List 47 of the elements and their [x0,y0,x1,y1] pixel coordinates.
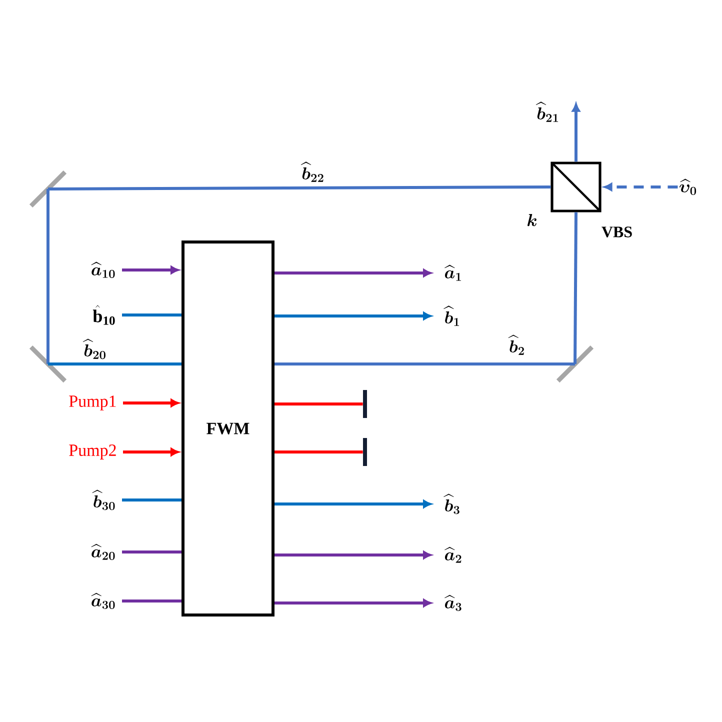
beam-line [122,314,182,316]
pump-label: Pump1 [69,396,116,410]
beam-line [122,600,182,602]
arrow [274,269,432,277]
mirror [29,345,67,383]
arrow [572,104,580,162]
output-label: $\boldsymbol{\widehat{b}_{3}}$ [444,494,460,514]
component-label: VBS [602,226,632,238]
arrow [123,448,179,456]
edge-label: $\boldsymbol{\widehat{b}_{22}}$ [300,161,326,183]
arrow [274,312,432,320]
arrow [274,500,432,508]
beam-line [574,212,578,364]
beam-dump [363,390,367,418]
beam-dump [363,438,367,466]
arrow [274,551,432,559]
beam-line [122,550,182,554]
beam-line [46,189,50,364]
output-label: $\boldsymbol{\widehat{a}_{2}}$ [444,546,462,563]
pump-label: Pump2 [69,444,116,460]
beam-line [48,186,551,190]
mirror [29,170,67,208]
edge-label: $\boldsymbol{\widehat{b}_{2}}$ [508,334,526,356]
arrow [274,599,432,607]
component-label: $\boldsymbol{k}$ [528,214,536,226]
beam-line [274,362,575,366]
arrow [604,183,678,191]
input-label: $\boldsymbol{\widehat{a}_{30}}$ [91,592,115,609]
arrow [123,399,179,407]
fwm-box: FWM [182,240,274,616]
output-label: $\boldsymbol{\widehat{a}_{1}}$ [444,264,461,281]
input-label: $\boldsymbol{\widehat{a}_{10}}$ [91,262,115,278]
beam-line [274,402,363,406]
beam-line [122,498,182,502]
input-label: $\boldsymbol{\widehat{a}_{20}}$ [91,544,115,560]
mirror [556,345,594,383]
output-label: $\boldsymbol{\widehat{a}_{3}}$ [444,594,462,611]
input-label: $\hat{\mathbf{b}}_{\mathbf{10}}$ [92,305,115,325]
beam-line [48,362,182,366]
output-label: $\boldsymbol{\widehat{b}_{1}}$ [444,306,459,326]
beam-line [274,450,363,454]
input-label: $\boldsymbol{\widehat{b}_{30}}$ [92,490,115,510]
beam-splitter [550,162,602,212]
output-label: $\boldsymbol{\widehat{b}_{21}}$ [536,102,558,122]
edge-label: $\boldsymbol{\widehat{b}_{20}}$ [82,338,108,360]
input-label: $\boldsymbol{\widehat{\upsilon}_{0}}$ [679,178,696,195]
arrow [122,266,179,274]
